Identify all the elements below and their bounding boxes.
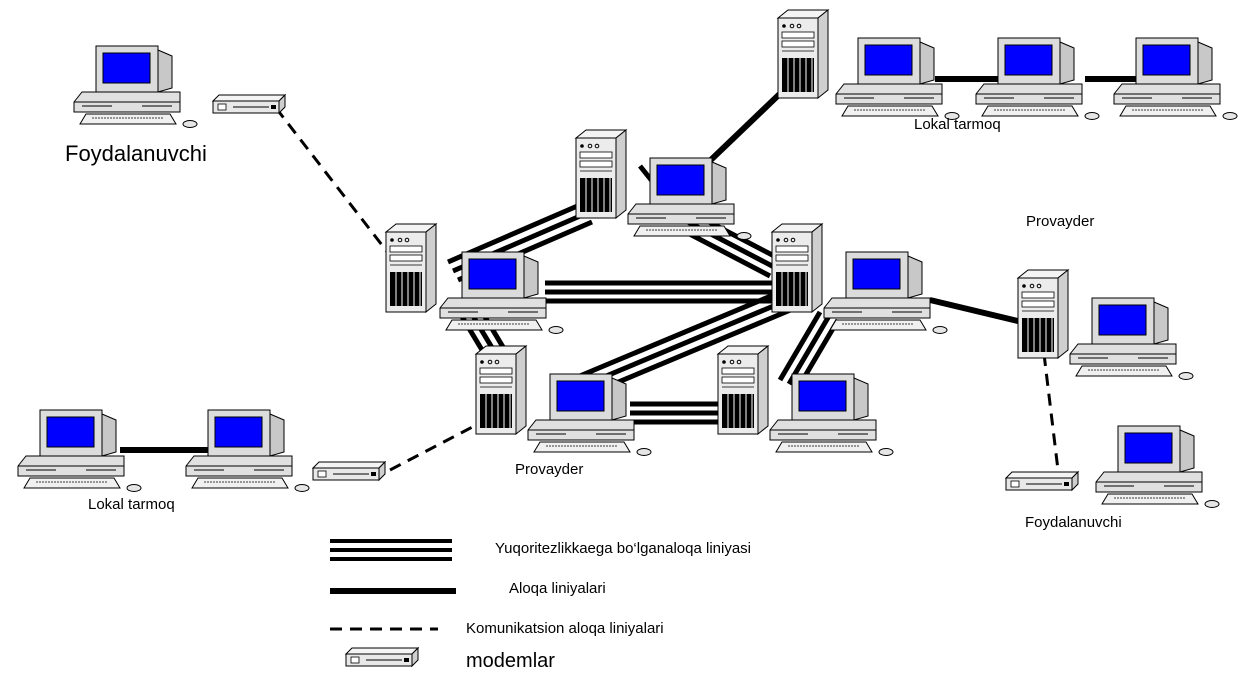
server-backbone-left [385, 223, 437, 313]
modem-right [1005, 471, 1079, 491]
pc-backbone-bottomright [769, 373, 894, 456]
access-lines [120, 76, 1140, 453]
label-user-right: Foydalanuvchi [1025, 514, 1122, 531]
pc-provider-right [1069, 297, 1194, 380]
legend-modem-swatch [345, 647, 419, 667]
label-provider-right: Provayder [1026, 213, 1095, 230]
legend-highspeed-swatch [330, 539, 452, 561]
comm-lines [274, 107, 1060, 472]
server-backbone-bottomright [717, 345, 769, 435]
pc-backbone-right [823, 251, 948, 334]
legend-highspeed-label: Yuqoritezlikkaega bo‘lganaloqa liniyasi [495, 540, 752, 557]
pc-backbone-left [439, 251, 564, 334]
legend-lines-label: Aloqa liniyalari [509, 580, 606, 597]
server-lan-top [777, 9, 829, 99]
server-backbone-top [575, 129, 627, 219]
label-lan-top: Lokal tarmoq [914, 116, 1001, 133]
modem-topleft [212, 94, 286, 114]
modem-bottomleft [312, 461, 386, 481]
legend-modems-label: modemlar [466, 650, 555, 672]
user-pc-right [1095, 425, 1220, 508]
user-pc-topleft [73, 45, 198, 128]
server-provider-right [1017, 269, 1069, 359]
server-backbone-bottomleft [475, 345, 527, 435]
legend-comm-label: Komunikatsion aloqa liniyalari [466, 620, 664, 637]
label-lan-bottom: Lokal tarmoq [88, 496, 175, 513]
label-provider-center: Provayder [515, 461, 584, 478]
server-backbone-right [771, 223, 823, 313]
label-user-left: Foydalanuvchi [65, 141, 207, 166]
